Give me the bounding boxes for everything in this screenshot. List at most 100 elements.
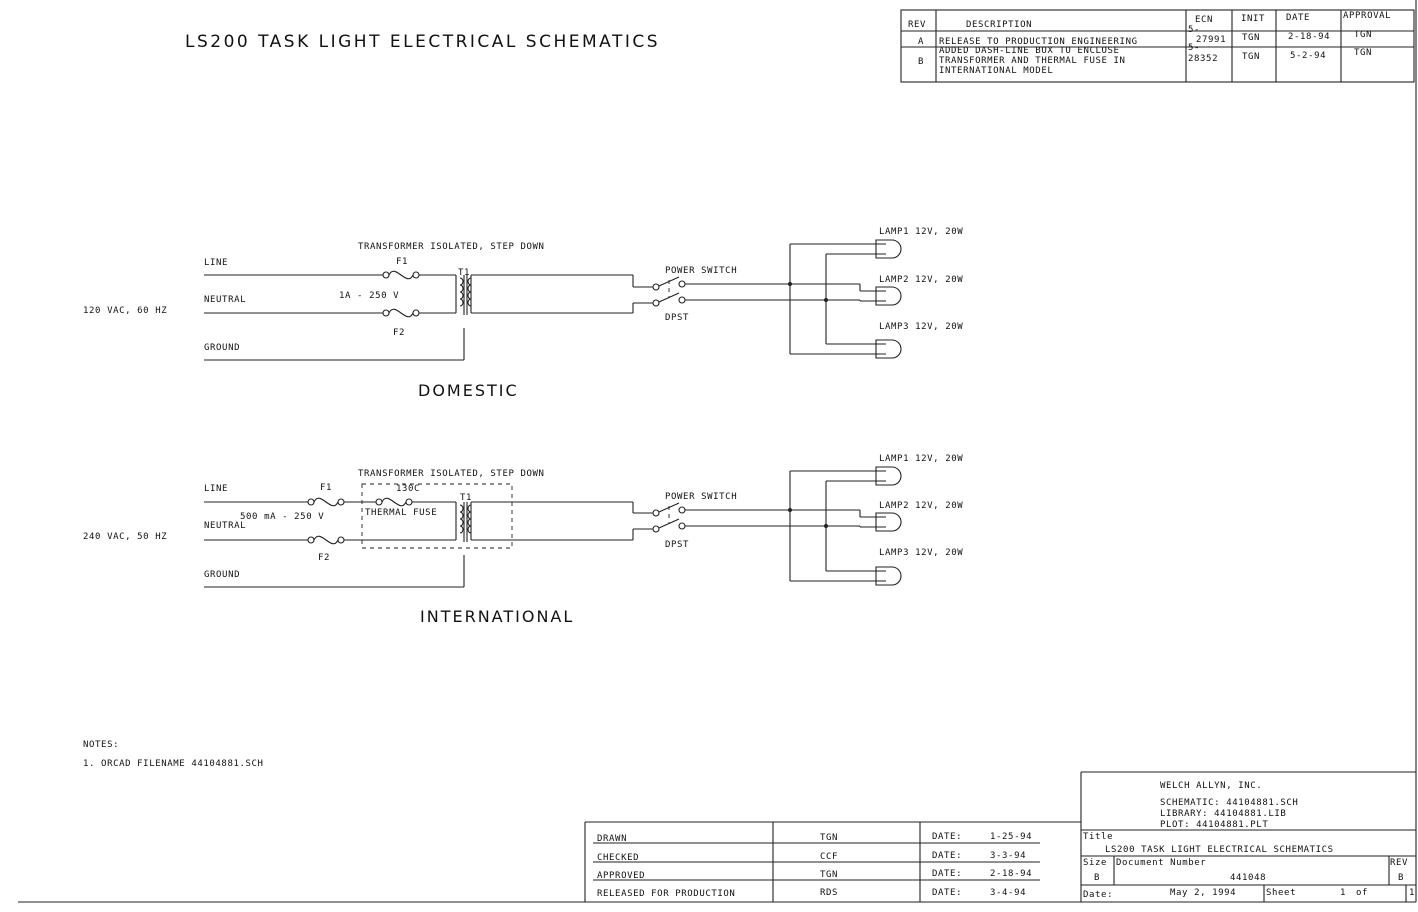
signoff-released-date-label: DATE:: [932, 888, 962, 898]
intl-lamp2: [875, 512, 902, 532]
intl-lamp1-label: LAMP1 12V, 20W: [879, 454, 963, 464]
rev-b-init: TGN: [1242, 52, 1260, 62]
tb-size-label: Size: [1083, 858, 1107, 868]
signoff-released-init: RDS: [820, 888, 838, 898]
tb-sheet: 1: [1340, 888, 1346, 898]
intl-lamp1: [875, 466, 902, 486]
domestic-fuse-f2-label: F2: [393, 328, 405, 338]
tb-docnum: 441048: [1230, 873, 1266, 883]
intl-neutral-label: NEUTRAL: [204, 521, 246, 531]
rev-a-date: 2-18-94: [1288, 32, 1330, 42]
rev-b-letter: B: [918, 57, 924, 67]
tb-plot: PLOT: 44104881.PLT: [1160, 820, 1268, 830]
domestic-transformer-label: TRANSFORMER ISOLATED, STEP DOWN: [358, 242, 545, 252]
signoff-drawn-init: TGN: [820, 833, 838, 843]
rev-a-description: RELEASE TO PRODUCTION ENGINEERING: [939, 37, 1138, 47]
intl-line-label: LINE: [204, 484, 228, 494]
tb-of-label: of: [1356, 888, 1368, 898]
domestic-fuse-f1: [382, 270, 420, 280]
intl-supply-label: 240 VAC, 50 HZ: [83, 532, 167, 542]
tb-rev-label: REV: [1390, 858, 1408, 868]
date-col-header: DATE: [1286, 13, 1310, 23]
intl-thermal-temp: 130C: [396, 484, 420, 494]
domestic-switch-label: POWER SWITCH: [665, 266, 737, 276]
tb-company: WELCH ALLYN, INC.: [1160, 781, 1262, 791]
tb-title: LS200 TASK LIGHT ELECTRICAL SCHEMATICS: [1105, 845, 1334, 855]
revision-table: REV DESCRIPTION ECN INIT DATE APPROVAL A…: [900, 9, 1415, 83]
intl-thermal-label: THERMAL FUSE: [365, 508, 437, 518]
intl-dashed-enclosure: [361, 483, 513, 549]
signoff-checked-init: CCF: [820, 852, 838, 862]
domestic-lamp1: [875, 239, 902, 259]
domestic-switch-type: DPST: [665, 313, 689, 323]
rev-a-init: TGN: [1242, 33, 1260, 43]
intl-lamp3: [875, 566, 902, 586]
tb-size: B: [1094, 873, 1100, 883]
international-circuit: TRANSFORMER ISOLATED, STEP DOWN LINE NEU…: [83, 454, 963, 626]
intl-fuse-f2: [307, 535, 345, 545]
domestic-transformer-ref: T1: [458, 268, 470, 278]
tb-docnum-label: Document Number: [1116, 858, 1206, 868]
signoff-approved-role: APPROVED: [597, 871, 645, 881]
domestic-lamp2: [875, 286, 902, 306]
intl-fuse-f1-label: F1: [320, 483, 332, 493]
signoff-approved-date-label: DATE:: [932, 869, 962, 879]
tb-schematic: SCHEMATIC: 44104881.SCH: [1160, 798, 1298, 808]
intl-switch-type: DPST: [665, 540, 689, 550]
intl-ground-label: GROUND: [204, 570, 240, 580]
rev-b-ecn-number: 28352: [1188, 54, 1218, 64]
intl-lamp3-label: LAMP3 12V, 20W: [879, 548, 963, 558]
rev-a-ecn-prefix: 5-: [1188, 25, 1200, 35]
title-block: WELCH ALLYN, INC. SCHEMATIC: 44104881.SC…: [1081, 771, 1416, 902]
rev-b-date: 5-2-94: [1290, 51, 1326, 61]
domestic-fuse-rating: 1A - 250 V: [339, 291, 399, 301]
domestic-lamp3: [875, 339, 902, 359]
signoff-drawn-date: 1-25-94: [990, 832, 1032, 842]
main-title: LS200 TASK LIGHT ELECTRICAL SCHEMATICS: [185, 32, 660, 52]
signoff-released-date: 3-4-94: [990, 888, 1026, 898]
signoff-drawn-role: DRAWN: [597, 834, 627, 844]
domestic-caption: DOMESTIC: [418, 381, 519, 400]
init-col-header: INIT: [1241, 14, 1265, 24]
signoff-approved-date: 2-18-94: [990, 869, 1032, 879]
domestic-fuse-f2: [382, 308, 420, 318]
intl-switch-label: POWER SWITCH: [665, 492, 737, 502]
intl-fuse-f2-label: F2: [318, 553, 330, 563]
signoff-block: DRAWN TGN DATE: 1-25-94 CHECKED CCF DATE…: [584, 772, 1082, 902]
intl-power-switch: [633, 502, 686, 533]
rev-b-description-line2: TRANSFORMER AND THERMAL FUSE IN: [939, 56, 1126, 66]
tb-rev: B: [1398, 873, 1404, 883]
intl-transformer-label: TRANSFORMER ISOLATED, STEP DOWN: [358, 469, 545, 479]
signoff-checked-role: CHECKED: [597, 853, 639, 863]
notes-item-1: 1. ORCAD FILENAME 44104881.SCH: [83, 759, 264, 769]
rev-b-description-line1: ADDED DASH-LINE BOX TO ENCLOSE: [939, 46, 1120, 56]
tb-date-label: Date:: [1083, 890, 1113, 900]
rev-b-description-line3: INTERNATIONAL MODEL: [939, 66, 1053, 76]
intl-transformer-ref: T1: [460, 493, 472, 503]
notes-heading: NOTES:: [83, 740, 119, 750]
rev-a-approval: TGN: [1354, 30, 1372, 40]
signoff-checked-date: 3-3-94: [990, 851, 1026, 861]
rev-col-header: REV: [908, 20, 926, 30]
intl-thermal-fuse: [375, 497, 413, 507]
domestic-lamp2-label: LAMP2 12V, 20W: [879, 275, 963, 285]
domestic-line-label: LINE: [204, 258, 228, 268]
domestic-neutral-label: NEUTRAL: [204, 295, 246, 305]
signoff-drawn-date-label: DATE:: [932, 832, 962, 842]
intl-transformer: [459, 502, 472, 542]
description-col-header: DESCRIPTION: [966, 20, 1032, 30]
domestic-supply-label: 120 VAC, 60 HZ: [83, 306, 167, 316]
signoff-approved-init: TGN: [820, 870, 838, 880]
tb-sheet-label: Sheet: [1266, 888, 1296, 898]
intl-lamp2-label: LAMP2 12V, 20W: [879, 501, 963, 511]
rev-a-letter: A: [918, 37, 924, 47]
tb-title-label: Title: [1083, 832, 1113, 842]
domestic-power-switch: [633, 276, 686, 307]
rev-b-approval: TGN: [1354, 48, 1372, 58]
domestic-lamp1-label: LAMP1 12V, 20W: [879, 227, 963, 237]
tb-sheets: 1: [1409, 888, 1415, 898]
signoff-checked-date-label: DATE:: [932, 851, 962, 861]
signoff-released-role: RELEASED FOR PRODUCTION: [597, 889, 735, 899]
intl-caption: INTERNATIONAL: [420, 607, 574, 626]
